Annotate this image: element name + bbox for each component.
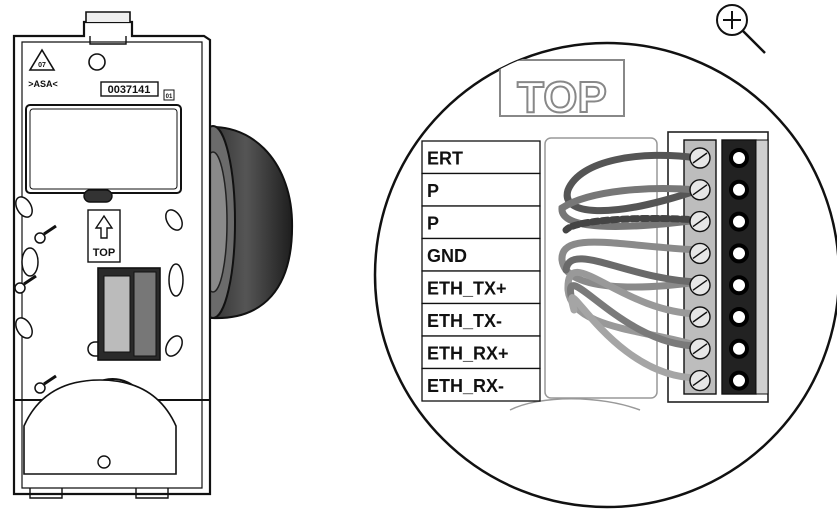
material-code: >ASA<	[28, 79, 58, 89]
screw-slot	[692, 216, 708, 228]
terminal-row	[421, 302, 541, 337]
terminal-row	[421, 140, 541, 175]
part-suffix: 01	[166, 94, 173, 100]
screw-slot	[692, 343, 708, 355]
screw-slot	[692, 375, 708, 387]
terminal-label: ETH_TX-	[427, 311, 502, 331]
screw-slot	[692, 311, 708, 323]
recycle-icon: 07	[28, 48, 56, 71]
top-text: TOP	[93, 247, 115, 259]
terminal-row	[421, 367, 541, 402]
terminal-label: ERT	[427, 149, 463, 169]
screw-slot	[692, 279, 708, 291]
wire-bundle	[558, 151, 702, 382]
terminal-label: ETH_TX+	[427, 279, 507, 299]
recycle-number: 07	[38, 62, 46, 69]
top-label: TOP	[87, 209, 121, 263]
terminal-row	[421, 335, 541, 370]
terminal-hole	[729, 148, 749, 168]
terminal-label-table: ERT PP GND ETH_TX+ ETH_TX- ETH_RX+ ETH_RX-	[421, 140, 541, 402]
terminal-hole	[729, 275, 749, 296]
part-number: 0037141	[108, 84, 151, 96]
mounting-plate: 07 >ASA< 0037141 01	[12, 11, 294, 499]
terminal-row	[421, 237, 541, 272]
terminal-label: GND	[427, 246, 467, 266]
screw-icon	[34, 374, 57, 394]
terminal-marks	[689, 147, 749, 392]
terminal-hole	[729, 243, 749, 264]
terminal-row	[421, 270, 541, 305]
terminal-hole	[729, 179, 749, 200]
zoom-icon	[716, 4, 766, 54]
screw-icon	[34, 224, 57, 244]
screw-icon	[14, 274, 37, 294]
terminal-row	[421, 205, 541, 240]
terminal-label: ETH_RX+	[427, 344, 509, 364]
terminal-label: P	[427, 214, 439, 234]
detail-view: TOP ERT PP GND ETH_TX+	[373, 41, 837, 509]
terminal-hole	[729, 307, 749, 327]
terminal-label: ETH_RX-	[427, 376, 504, 396]
terminal-hole	[729, 370, 749, 391]
terminal-hole	[729, 338, 749, 359]
terminal-label: P	[427, 181, 439, 201]
screw-slot	[692, 184, 708, 196]
screw-slot	[692, 247, 708, 259]
top-marking: TOP	[517, 73, 607, 122]
terminal-row	[421, 172, 541, 207]
terminal-hole	[729, 211, 749, 232]
plate-terminal-block	[97, 267, 161, 361]
screw-slot	[692, 152, 708, 164]
